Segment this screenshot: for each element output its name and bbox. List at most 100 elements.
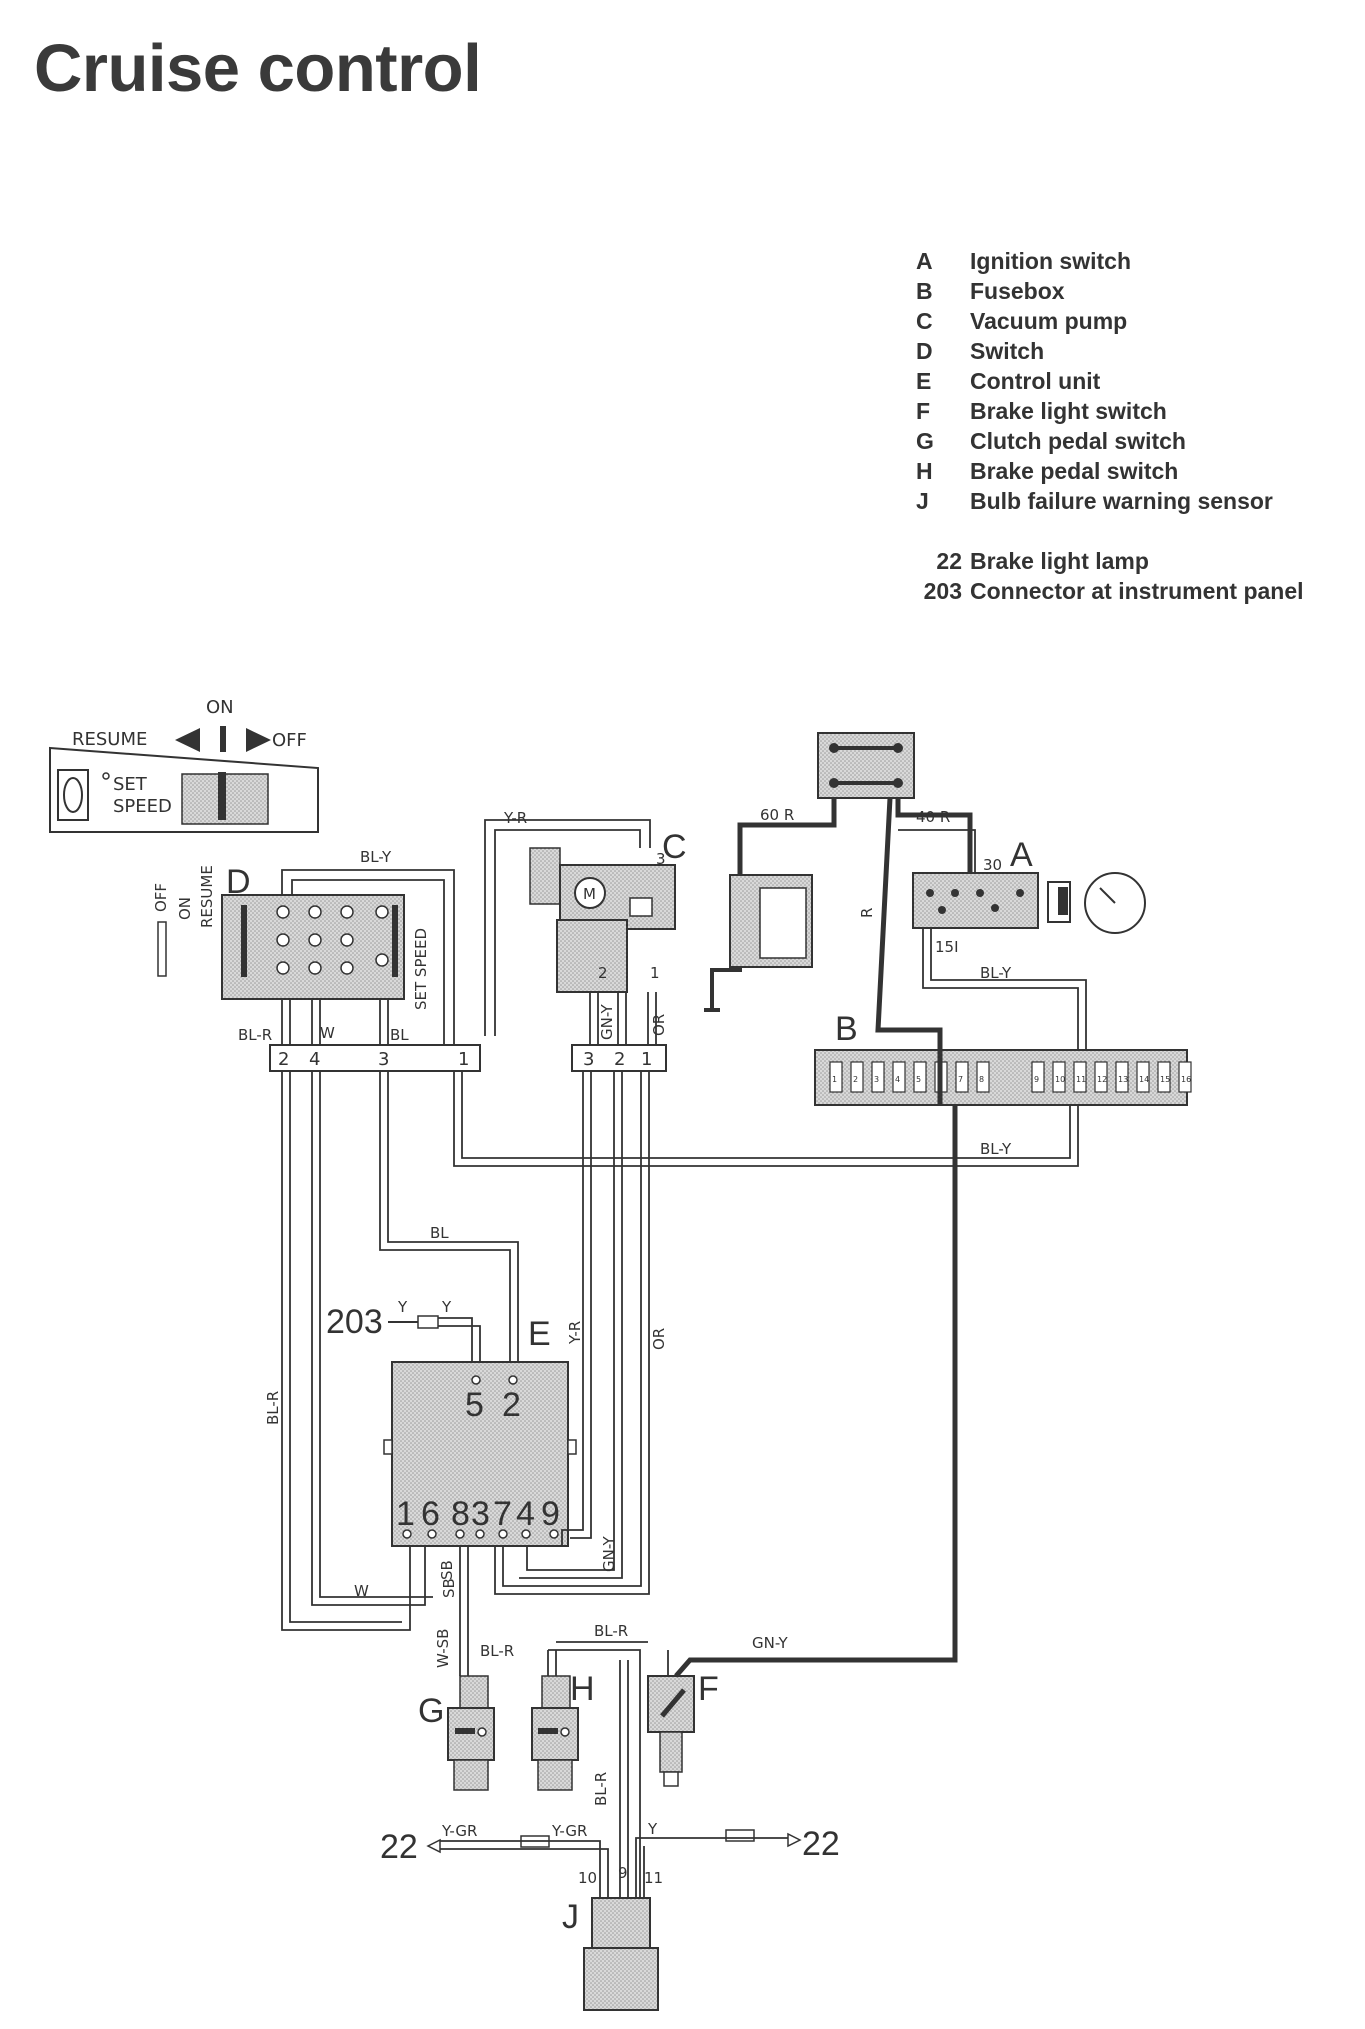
wire-label: W-SB: [434, 1629, 452, 1668]
ref-22-right: 22: [802, 1825, 840, 1863]
wire-label: BL-Y: [360, 848, 392, 866]
wire-label: Y: [647, 1820, 658, 1838]
legend-key: E: [916, 368, 932, 394]
relay-connector: [817, 732, 915, 799]
wire-label: BL-R: [594, 1622, 628, 1640]
fuse: [913, 1061, 927, 1093]
wire-label: OR: [650, 1328, 668, 1350]
component-b-label: B: [835, 1010, 858, 1048]
wire-label: BL-Y: [980, 1140, 1012, 1158]
fuse-number: 8: [979, 1075, 984, 1084]
component-c-label: C: [662, 828, 687, 866]
fuse: [829, 1061, 843, 1093]
wire-label: BL-R: [238, 1026, 272, 1044]
wire-label: BL: [390, 1026, 409, 1044]
connector-pin: 2: [614, 1049, 625, 1070]
sensor-pin: 11: [644, 1869, 663, 1887]
wire-label: Y-GR: [441, 1822, 477, 1840]
brake-light-switch-f: F: [647, 1670, 719, 1787]
wire-labels: Y-R BL-Y BL-R W BL GN-Y OR 60 R 40 R R B…: [238, 806, 1012, 1840]
control-unit-pin: 5: [465, 1386, 484, 1424]
fuse-number: 9: [1034, 1075, 1039, 1084]
legend-key: J: [916, 488, 929, 514]
fuse: [976, 1061, 990, 1093]
wire-label: BL-Y: [980, 964, 1012, 982]
cruise-switch-panel: ON RESUME OFF SET SPEED: [49, 697, 319, 833]
component-j-label: J: [562, 1898, 579, 1936]
pump-pin: 3: [656, 850, 666, 868]
component-g-label: G: [418, 1692, 444, 1730]
wire-label: BL: [430, 1224, 449, 1242]
fuse: [1136, 1061, 1150, 1093]
fuse-number: 14: [1139, 1075, 1149, 1084]
panel-off-label: OFF: [272, 730, 307, 751]
fuse: [1178, 1061, 1192, 1093]
connector-c: 3 2 1: [571, 1044, 667, 1072]
component-e-label: E: [528, 1315, 551, 1353]
legend-label: Brake pedal switch: [970, 458, 1179, 484]
legend-label: Vacuum pump: [970, 308, 1128, 334]
connector-pin: 2: [278, 1049, 289, 1070]
wire-label: Y-GR: [551, 1822, 587, 1840]
panel-set-label: SET: [113, 774, 148, 795]
wire-label: 60 R: [760, 806, 794, 824]
heavy-wiring: [674, 797, 973, 1678]
legend-key: F: [916, 398, 931, 424]
motor-symbol: M: [583, 885, 596, 903]
wire-label: Y: [441, 1298, 452, 1316]
pump-pin: 1: [650, 964, 660, 982]
ref-22-left: 22: [380, 1828, 418, 1866]
legend-label: Fusebox: [970, 278, 1065, 304]
connector-pin: 3: [378, 1049, 389, 1070]
wire-label: GN-Y: [598, 1004, 616, 1040]
sensor-pin: 10: [578, 1869, 597, 1887]
legend-label: Brake light lamp: [970, 548, 1149, 574]
fuse: [871, 1061, 885, 1093]
ignition-terminal: 30: [983, 856, 1002, 874]
fuse-number: 3: [874, 1075, 879, 1084]
switch-d-setspeed-label: SET SPEED: [412, 928, 430, 1010]
battery: [704, 874, 813, 1012]
fuse-number: 11: [1076, 1075, 1086, 1084]
control-unit-pin: 8: [451, 1495, 470, 1533]
legend-key: H: [916, 458, 933, 484]
fuse-number: 13: [1118, 1075, 1128, 1084]
legend-key: B: [916, 278, 933, 304]
fuse-number: 2: [853, 1075, 858, 1084]
fuse-number: 4: [895, 1075, 900, 1084]
control-unit-pin: 2: [502, 1386, 521, 1424]
ignition-terminal: 15I: [935, 938, 959, 956]
legend-label: Bulb failure warning sensor: [970, 488, 1273, 514]
wire-label: BL-R: [264, 1391, 282, 1425]
switch-d-resume-label: RESUME: [198, 865, 216, 928]
wire-label: BL-R: [592, 1772, 610, 1806]
component-f-label: F: [698, 1670, 719, 1708]
wire-label: BL-R: [480, 1642, 514, 1660]
control-unit-pin: 9: [541, 1495, 560, 1533]
connector-pin: 1: [458, 1049, 469, 1070]
panel-on-label: ON: [206, 697, 234, 718]
fuse: [1157, 1061, 1171, 1093]
page-title: Cruise control: [34, 31, 482, 106]
legend-key: A: [916, 248, 933, 274]
fuse-number: 1: [832, 1075, 837, 1084]
switch-d: D OFF ON RESUME SET SPEED: [152, 863, 430, 1010]
component-d-label: D: [226, 863, 251, 901]
fuse-number: 12: [1097, 1075, 1107, 1084]
fuse: [1052, 1061, 1066, 1093]
fuse: [1073, 1061, 1087, 1093]
fuse-number: 10: [1055, 1075, 1065, 1084]
wiring: [281, 819, 1087, 1898]
ref-203-label: 203: [326, 1303, 383, 1341]
legend-key: 203: [923, 578, 962, 604]
legend-key: 22: [936, 548, 962, 574]
legend-key: D: [916, 338, 933, 364]
switch-d-on-label: ON: [176, 897, 194, 920]
fuse: [850, 1061, 864, 1093]
legend-label: Control unit: [970, 368, 1101, 394]
control-unit-pin: 7: [493, 1495, 512, 1533]
